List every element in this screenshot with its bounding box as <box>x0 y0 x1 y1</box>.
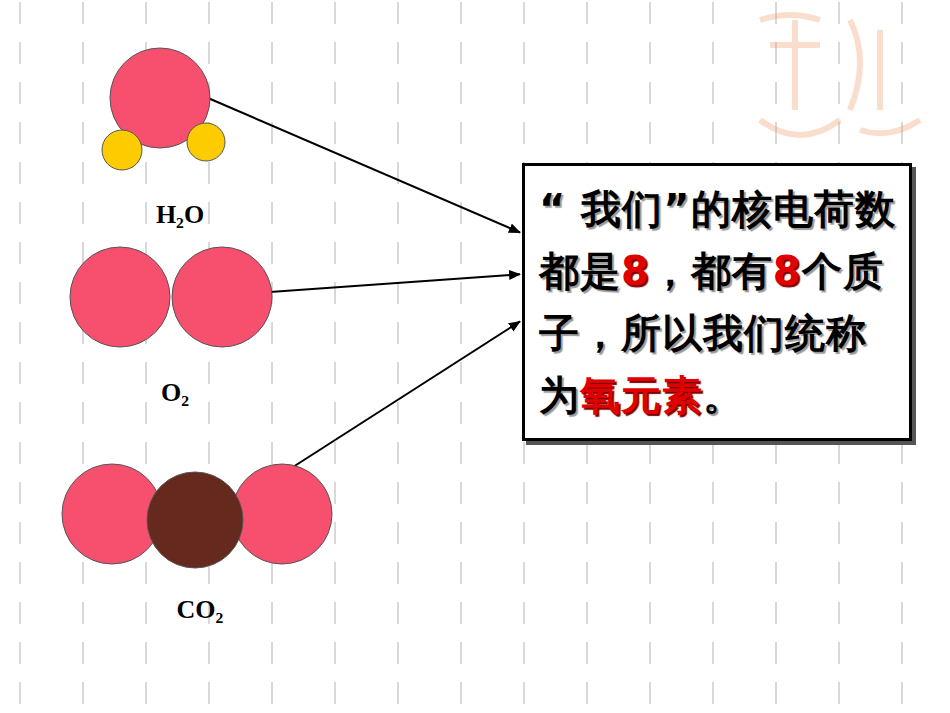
arrow-connector <box>270 274 520 292</box>
body-text: 。 <box>703 372 744 418</box>
highlight-text: 8 <box>773 248 802 294</box>
highlight-text: 8 <box>621 248 650 294</box>
molecule-model: O₂ <box>60 240 290 425</box>
highlight-text: 氧元素 <box>580 372 703 418</box>
molecule-model: CO₂ <box>55 455 345 645</box>
body-text: ，都有 <box>650 248 773 294</box>
arrow-connector <box>208 98 520 233</box>
text-box: “ 我们”的核电荷数都是8，都有8个质子，所以我们统称为氧元素。 <box>522 163 912 441</box>
arrow-connector <box>293 321 520 467</box>
molecule-model: H₂O <box>95 40 265 240</box>
molecule-formula: CO₂ <box>55 595 345 625</box>
text-body: “ 我们”的核电荷数都是8，都有8个质子，所以我们统称为氧元素。 <box>539 178 897 426</box>
molecule-formula: H₂O <box>95 200 265 230</box>
molecule-formula: O₂ <box>60 378 290 408</box>
